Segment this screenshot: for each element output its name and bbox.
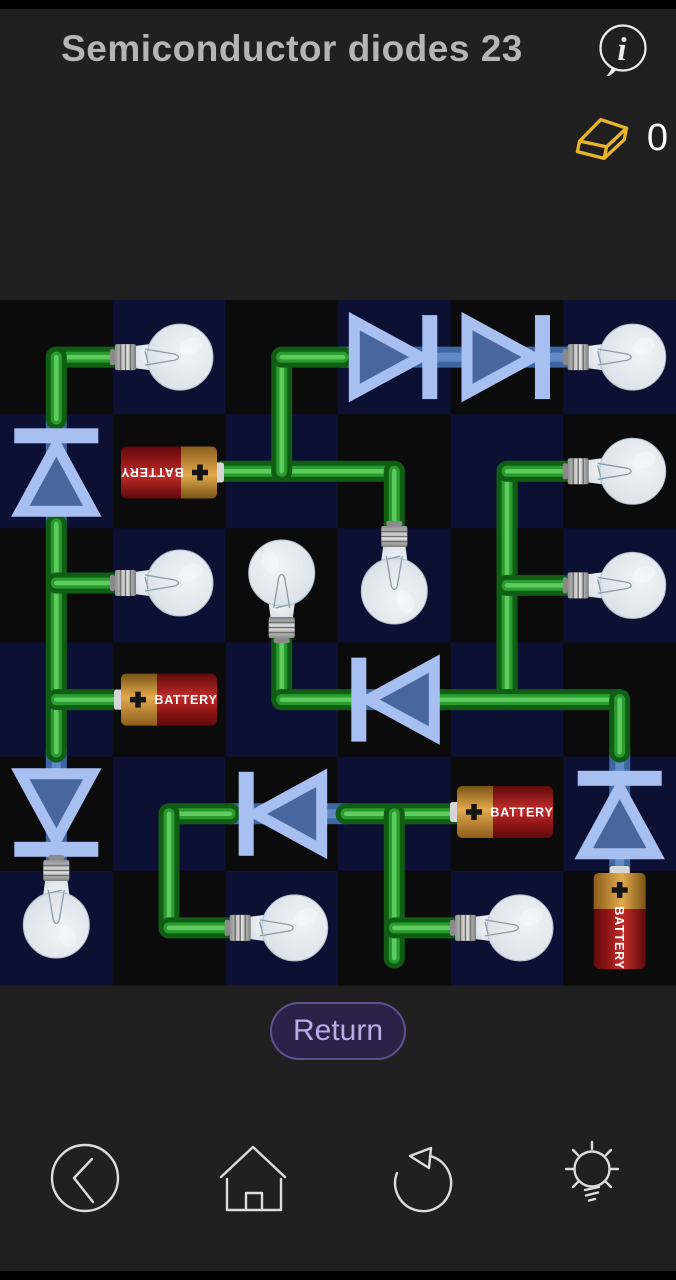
gold-counter: 0	[574, 112, 668, 164]
battery[interactable]	[114, 674, 218, 726]
undo-arrow-icon	[393, 1146, 452, 1213]
info-glyph: i	[617, 32, 627, 68]
home-icon	[219, 1145, 286, 1212]
undo-button[interactable]	[338, 1139, 507, 1217]
gold-ingot-icon	[575, 117, 629, 160]
gold-count: 0	[646, 117, 668, 159]
back-chevron-circle-icon	[50, 1143, 119, 1213]
back-button[interactable]	[0, 1139, 169, 1217]
hint-bulb-icon	[564, 1140, 619, 1202]
battery[interactable]	[450, 786, 554, 838]
nav-bar	[0, 1139, 676, 1217]
status-bar-top	[0, 0, 676, 9]
battery[interactable]	[120, 447, 224, 499]
page-title: Semiconductor diodes 23	[61, 28, 523, 69]
info-speech-bubble-icon: i	[599, 24, 647, 79]
battery[interactable]	[594, 866, 646, 970]
info-button[interactable]: i	[596, 22, 650, 79]
home-button[interactable]	[169, 1139, 338, 1217]
nav-bar-bottom-strip	[0, 1271, 676, 1280]
return-button[interactable]: Return	[270, 1002, 406, 1060]
hint-button[interactable]	[507, 1139, 676, 1217]
